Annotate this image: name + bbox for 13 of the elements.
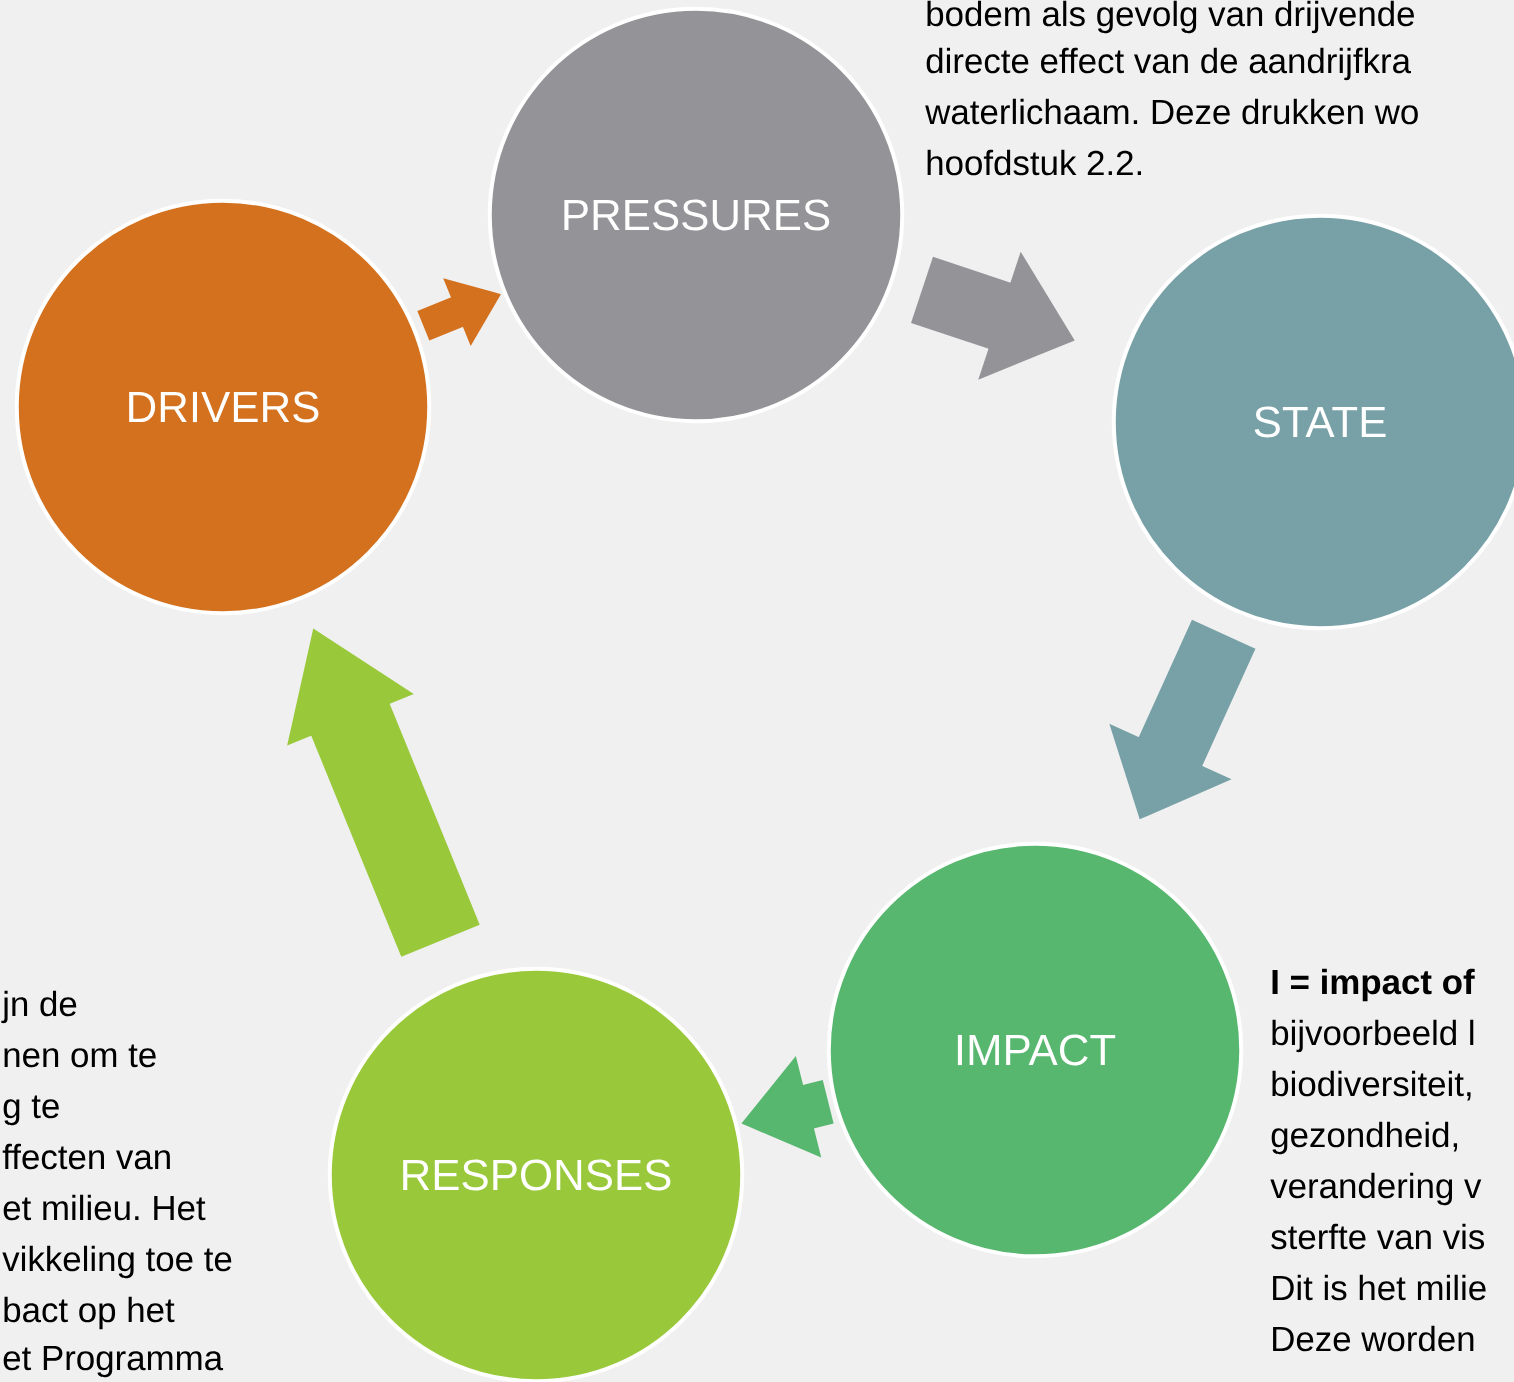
text-line: bact op het: [4, 1296, 175, 1330]
text-line: Dit is het milie: [1273, 1274, 1486, 1301]
text-line: hoofdstuk 2.2.: [927, 149, 1142, 176]
text-line: et milieu. Het: [3, 1194, 206, 1221]
text-line: jn de: [1, 990, 77, 1024]
text-line: bodem als gevolg van drijvende: [927, 0, 1414, 34]
text-line: Deze worden: [1273, 1325, 1474, 1352]
text-line: nen om te: [4, 1044, 156, 1068]
text-line: waterlichaam. Deze drukken wo: [925, 98, 1418, 125]
text-line: vikkeling toe te: [2, 1245, 232, 1279]
text-line: ffecten van: [2, 1143, 170, 1170]
text-line: et Programma: [3, 1346, 224, 1378]
text-line: g te: [3, 1095, 59, 1126]
